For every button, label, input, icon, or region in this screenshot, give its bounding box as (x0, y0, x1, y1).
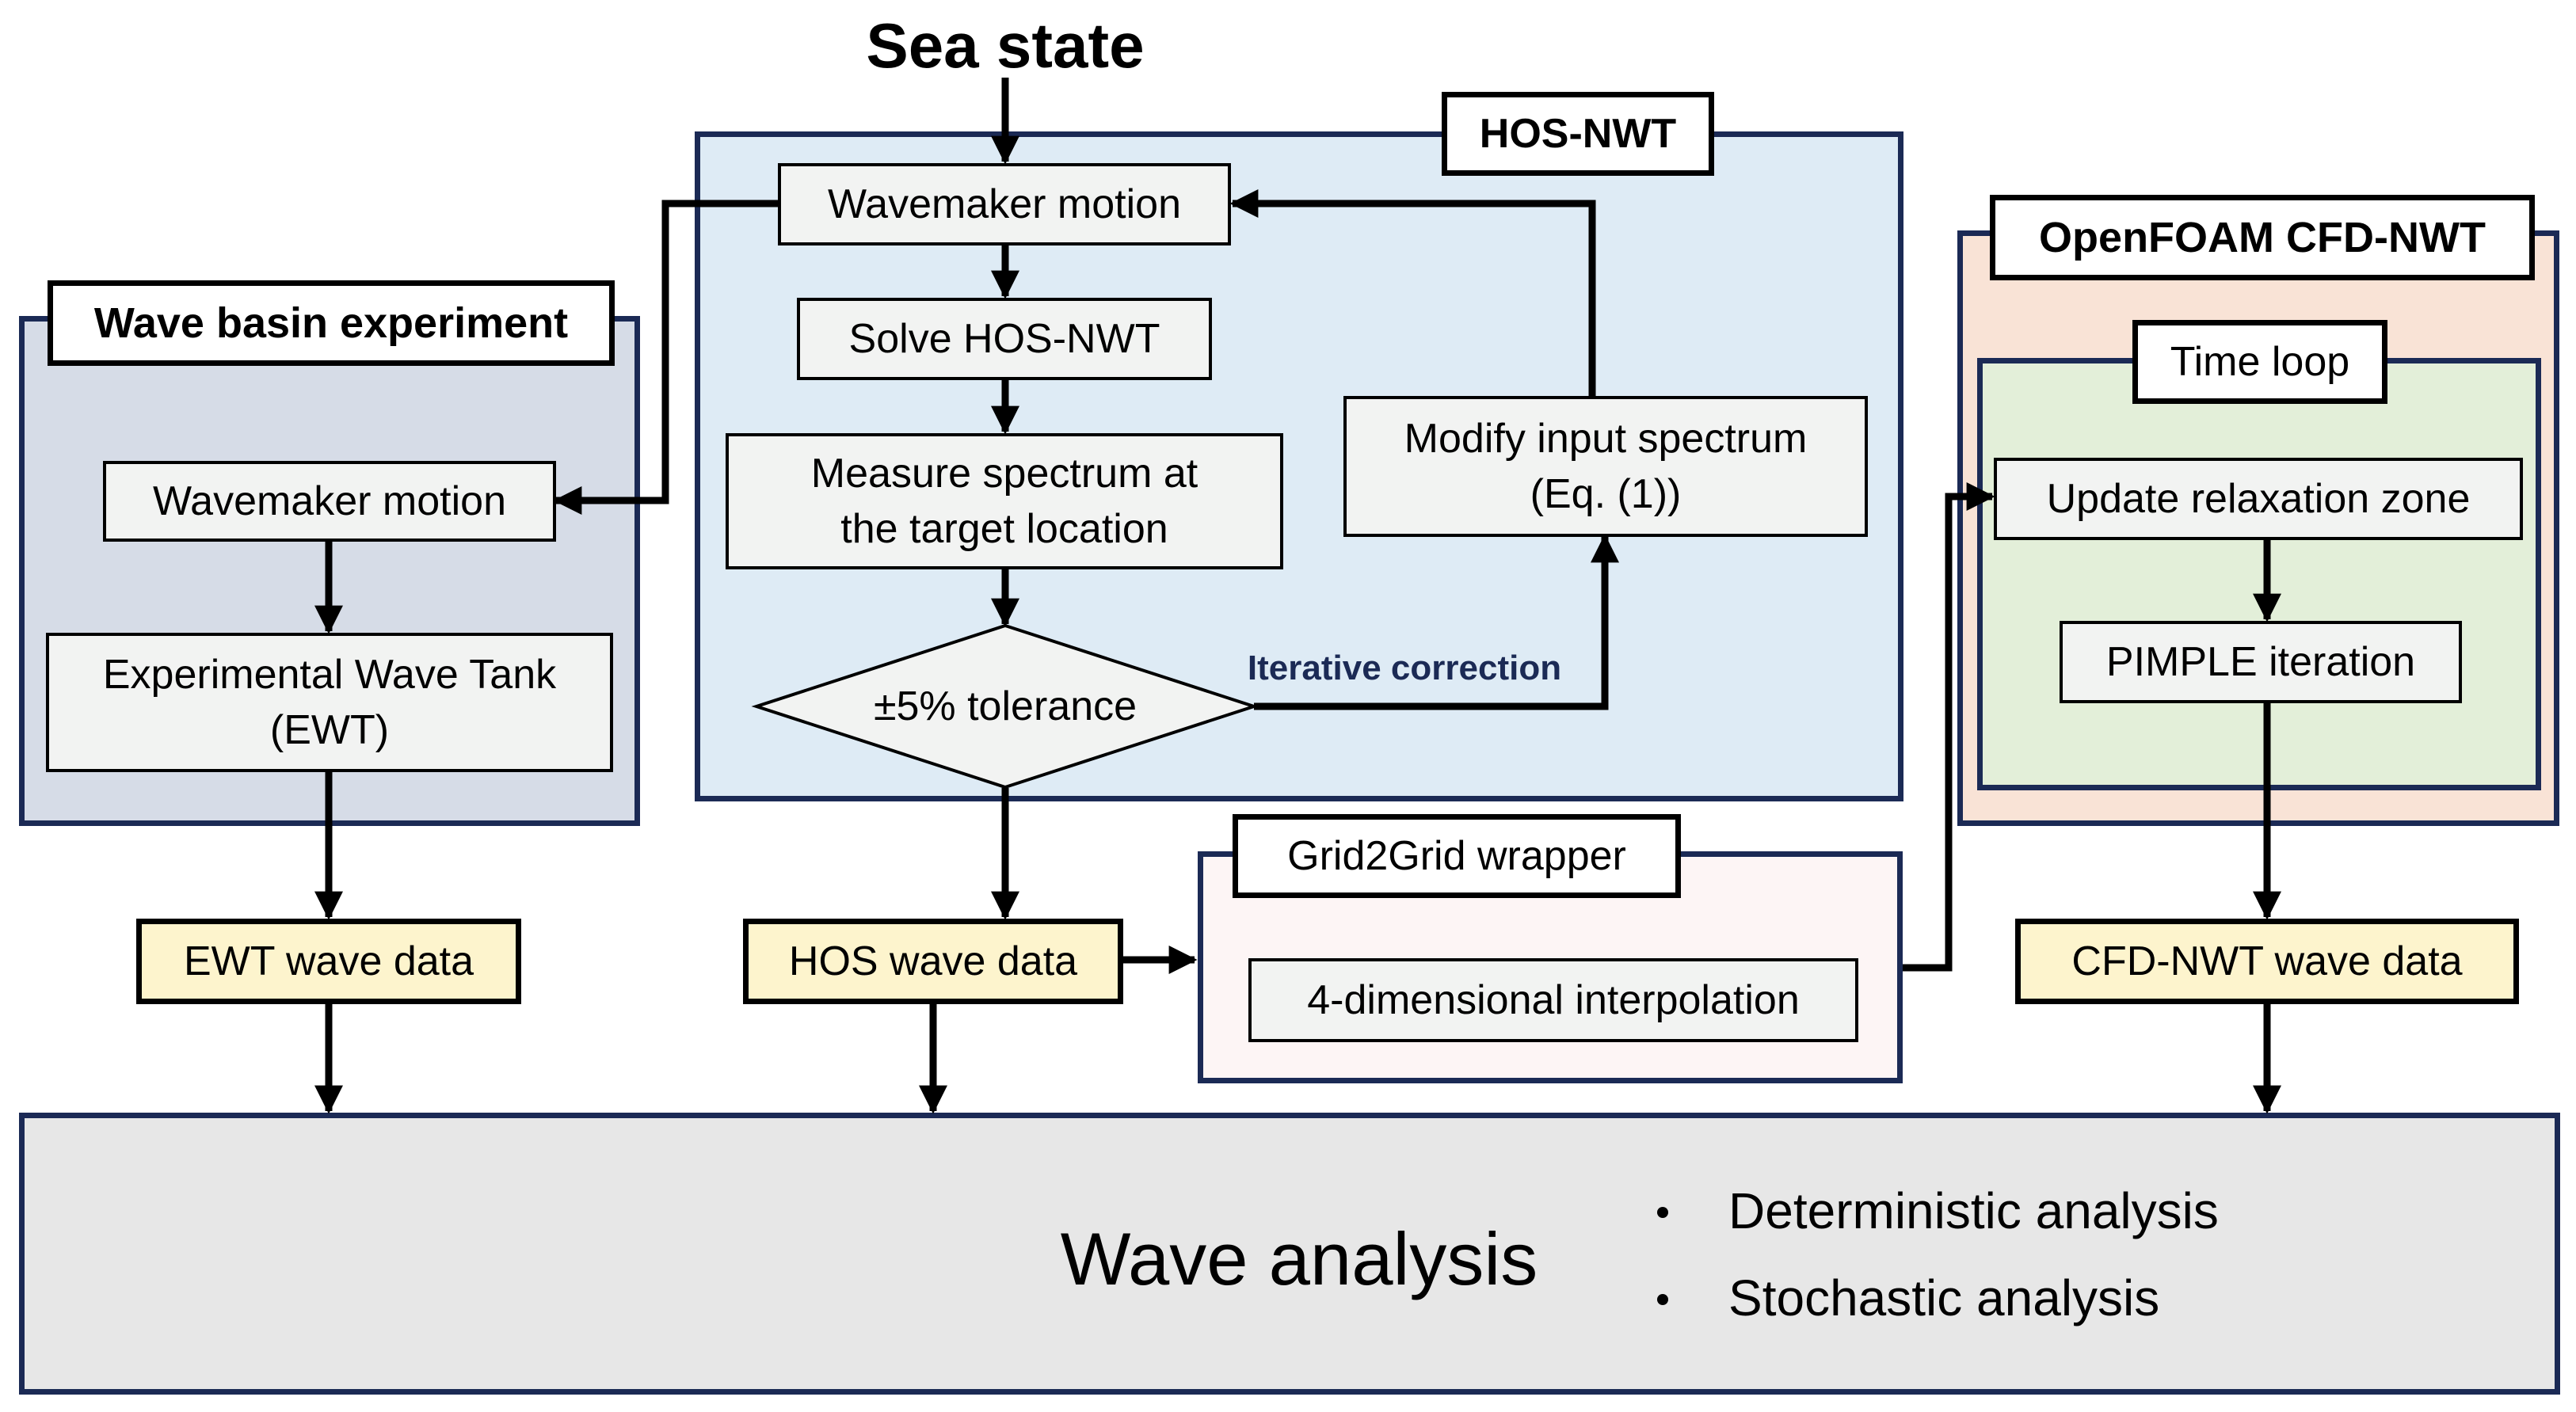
update-relaxation-zone: Update relaxation zone (1994, 458, 2523, 540)
stochastic-analysis-item: Stochastic analysis (1728, 1269, 2160, 1326)
cfd-nwt-wave-data: CFD-NWT wave data (2015, 919, 2519, 1004)
ewt-line1: Experimental Wave Tank (102, 652, 557, 698)
experimental-wave-tank: Experimental Wave Tank (EWT) (46, 633, 613, 772)
modify-spectrum-line1: Modify input spectrum (1404, 416, 1808, 462)
bullet-dot-1 (1657, 1207, 1668, 1218)
measure-spectrum-line1: Measure spectrum at (810, 451, 1198, 497)
grid2grid-label: Grid2Grid wrapper (1233, 814, 1681, 898)
four-dimensional-interpolation: 4-dimensional interpolation (1248, 958, 1858, 1042)
arrow-grid2grid-to-relax (1903, 482, 1995, 972)
time-loop-label: Time loop (2132, 320, 2387, 404)
arrow-tolerance-to-modify (1254, 534, 1619, 710)
sea-state-title: Sea state (866, 10, 1145, 81)
measure-spectrum: Measure spectrum at the target location (726, 433, 1283, 569)
hos-wavemaker-motion: Wavemaker motion (778, 163, 1231, 245)
tolerance-diamond (751, 623, 1259, 790)
wave-analysis-title: Wave analysis (1060, 1217, 1538, 1300)
time-loop-panel (1977, 358, 2541, 790)
tolerance-label: ±5% tolerance (873, 683, 1137, 729)
iterative-correction-label: Iterative correction (1247, 649, 1562, 687)
ewt-line2: (EWT) (269, 707, 390, 753)
modify-spectrum-line2: (Eq. (1)) (1530, 471, 1682, 517)
deterministic-analysis-item: Deterministic analysis (1728, 1182, 2219, 1239)
basin-wavemaker-motion: Wavemaker motion (103, 461, 556, 542)
ewt-wave-data: EWT wave data (136, 919, 521, 1004)
bullet-dot-2 (1657, 1294, 1668, 1305)
solve-hos-nwt: Solve HOS-NWT (797, 298, 1212, 380)
wave-analysis-panel (19, 1113, 2560, 1395)
pimple-iteration: PIMPLE iteration (2060, 621, 2462, 703)
measure-spectrum-line2: the target location (840, 506, 1168, 552)
modify-input-spectrum: Modify input spectrum (Eq. (1)) (1343, 396, 1868, 537)
hos-nwt-label: HOS-NWT (1442, 92, 1714, 176)
arrow-hos-to-basin-wavemaker (553, 200, 778, 515)
arrow-modify-to-wavemaker (1229, 189, 1596, 396)
wave-basin-label: Wave basin experiment (48, 280, 615, 366)
hos-wave-data: HOS wave data (743, 919, 1123, 1004)
cfd-nwt-label: OpenFOAM CFD-NWT (1990, 195, 2535, 280)
